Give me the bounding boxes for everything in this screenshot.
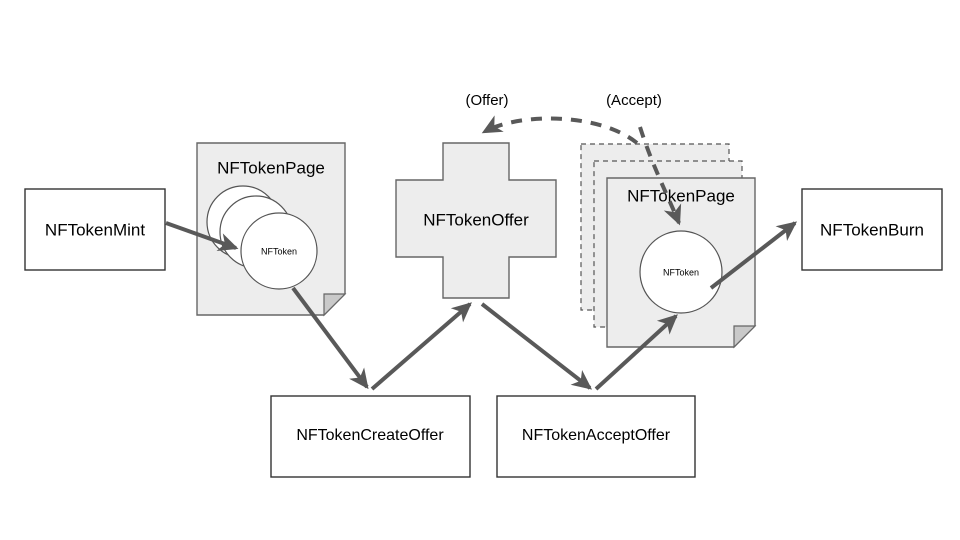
node-page-left[interactable]: NFTokenPage NFToken bbox=[196, 142, 347, 317]
nftokenmint-label: NFTokenMint bbox=[45, 220, 145, 239]
node-nftokencreateoffer[interactable]: NFTokenCreateOffer bbox=[270, 395, 471, 478]
nftokenacceptoffer-label: NFTokenAcceptOffer bbox=[522, 427, 671, 444]
page-right-token-circle[interactable] bbox=[639, 230, 723, 314]
node-nftokenmint[interactable]: NFTokenMint bbox=[24, 188, 166, 271]
page-left-token-circle[interactable] bbox=[240, 212, 318, 290]
edge-mint-to-page-left bbox=[165, 221, 239, 251]
annotation-offer: (Offer) bbox=[465, 92, 508, 109]
node-page-right[interactable]: NFTokenPage NFToken bbox=[606, 177, 757, 349]
nftokenburn-label: NFTokenBurn bbox=[820, 220, 924, 239]
node-nftokenburn[interactable]: NFTokenBurn bbox=[801, 188, 943, 271]
nftokencreateoffer-label: NFTokenCreateOffer bbox=[296, 427, 444, 444]
edge-page-left-to-create-offer bbox=[291, 286, 369, 390]
page-left-label: NFTokenPage bbox=[217, 158, 325, 177]
edge-create-offer-to-offer bbox=[370, 302, 472, 391]
nftokenoffer-label: NFTokenOffer bbox=[423, 210, 529, 229]
edge-accept-offer-to-page-right bbox=[594, 314, 678, 391]
node-nftokenoffer[interactable]: NFTokenOffer bbox=[395, 142, 557, 299]
edge-page-right-to-burn bbox=[709, 221, 798, 290]
edge-offer-to-accept-offer bbox=[480, 302, 593, 390]
page-right-token-label: NFToken bbox=[663, 267, 699, 277]
edge-accept-to-offer-dashed bbox=[481, 115, 639, 145]
node-nftokenacceptoffer[interactable]: NFTokenAcceptOffer bbox=[496, 395, 696, 478]
page-right-label: NFTokenPage bbox=[627, 186, 735, 205]
annotation-accept: (Accept) bbox=[606, 92, 662, 109]
page-left-token-label: NFToken bbox=[261, 246, 297, 256]
